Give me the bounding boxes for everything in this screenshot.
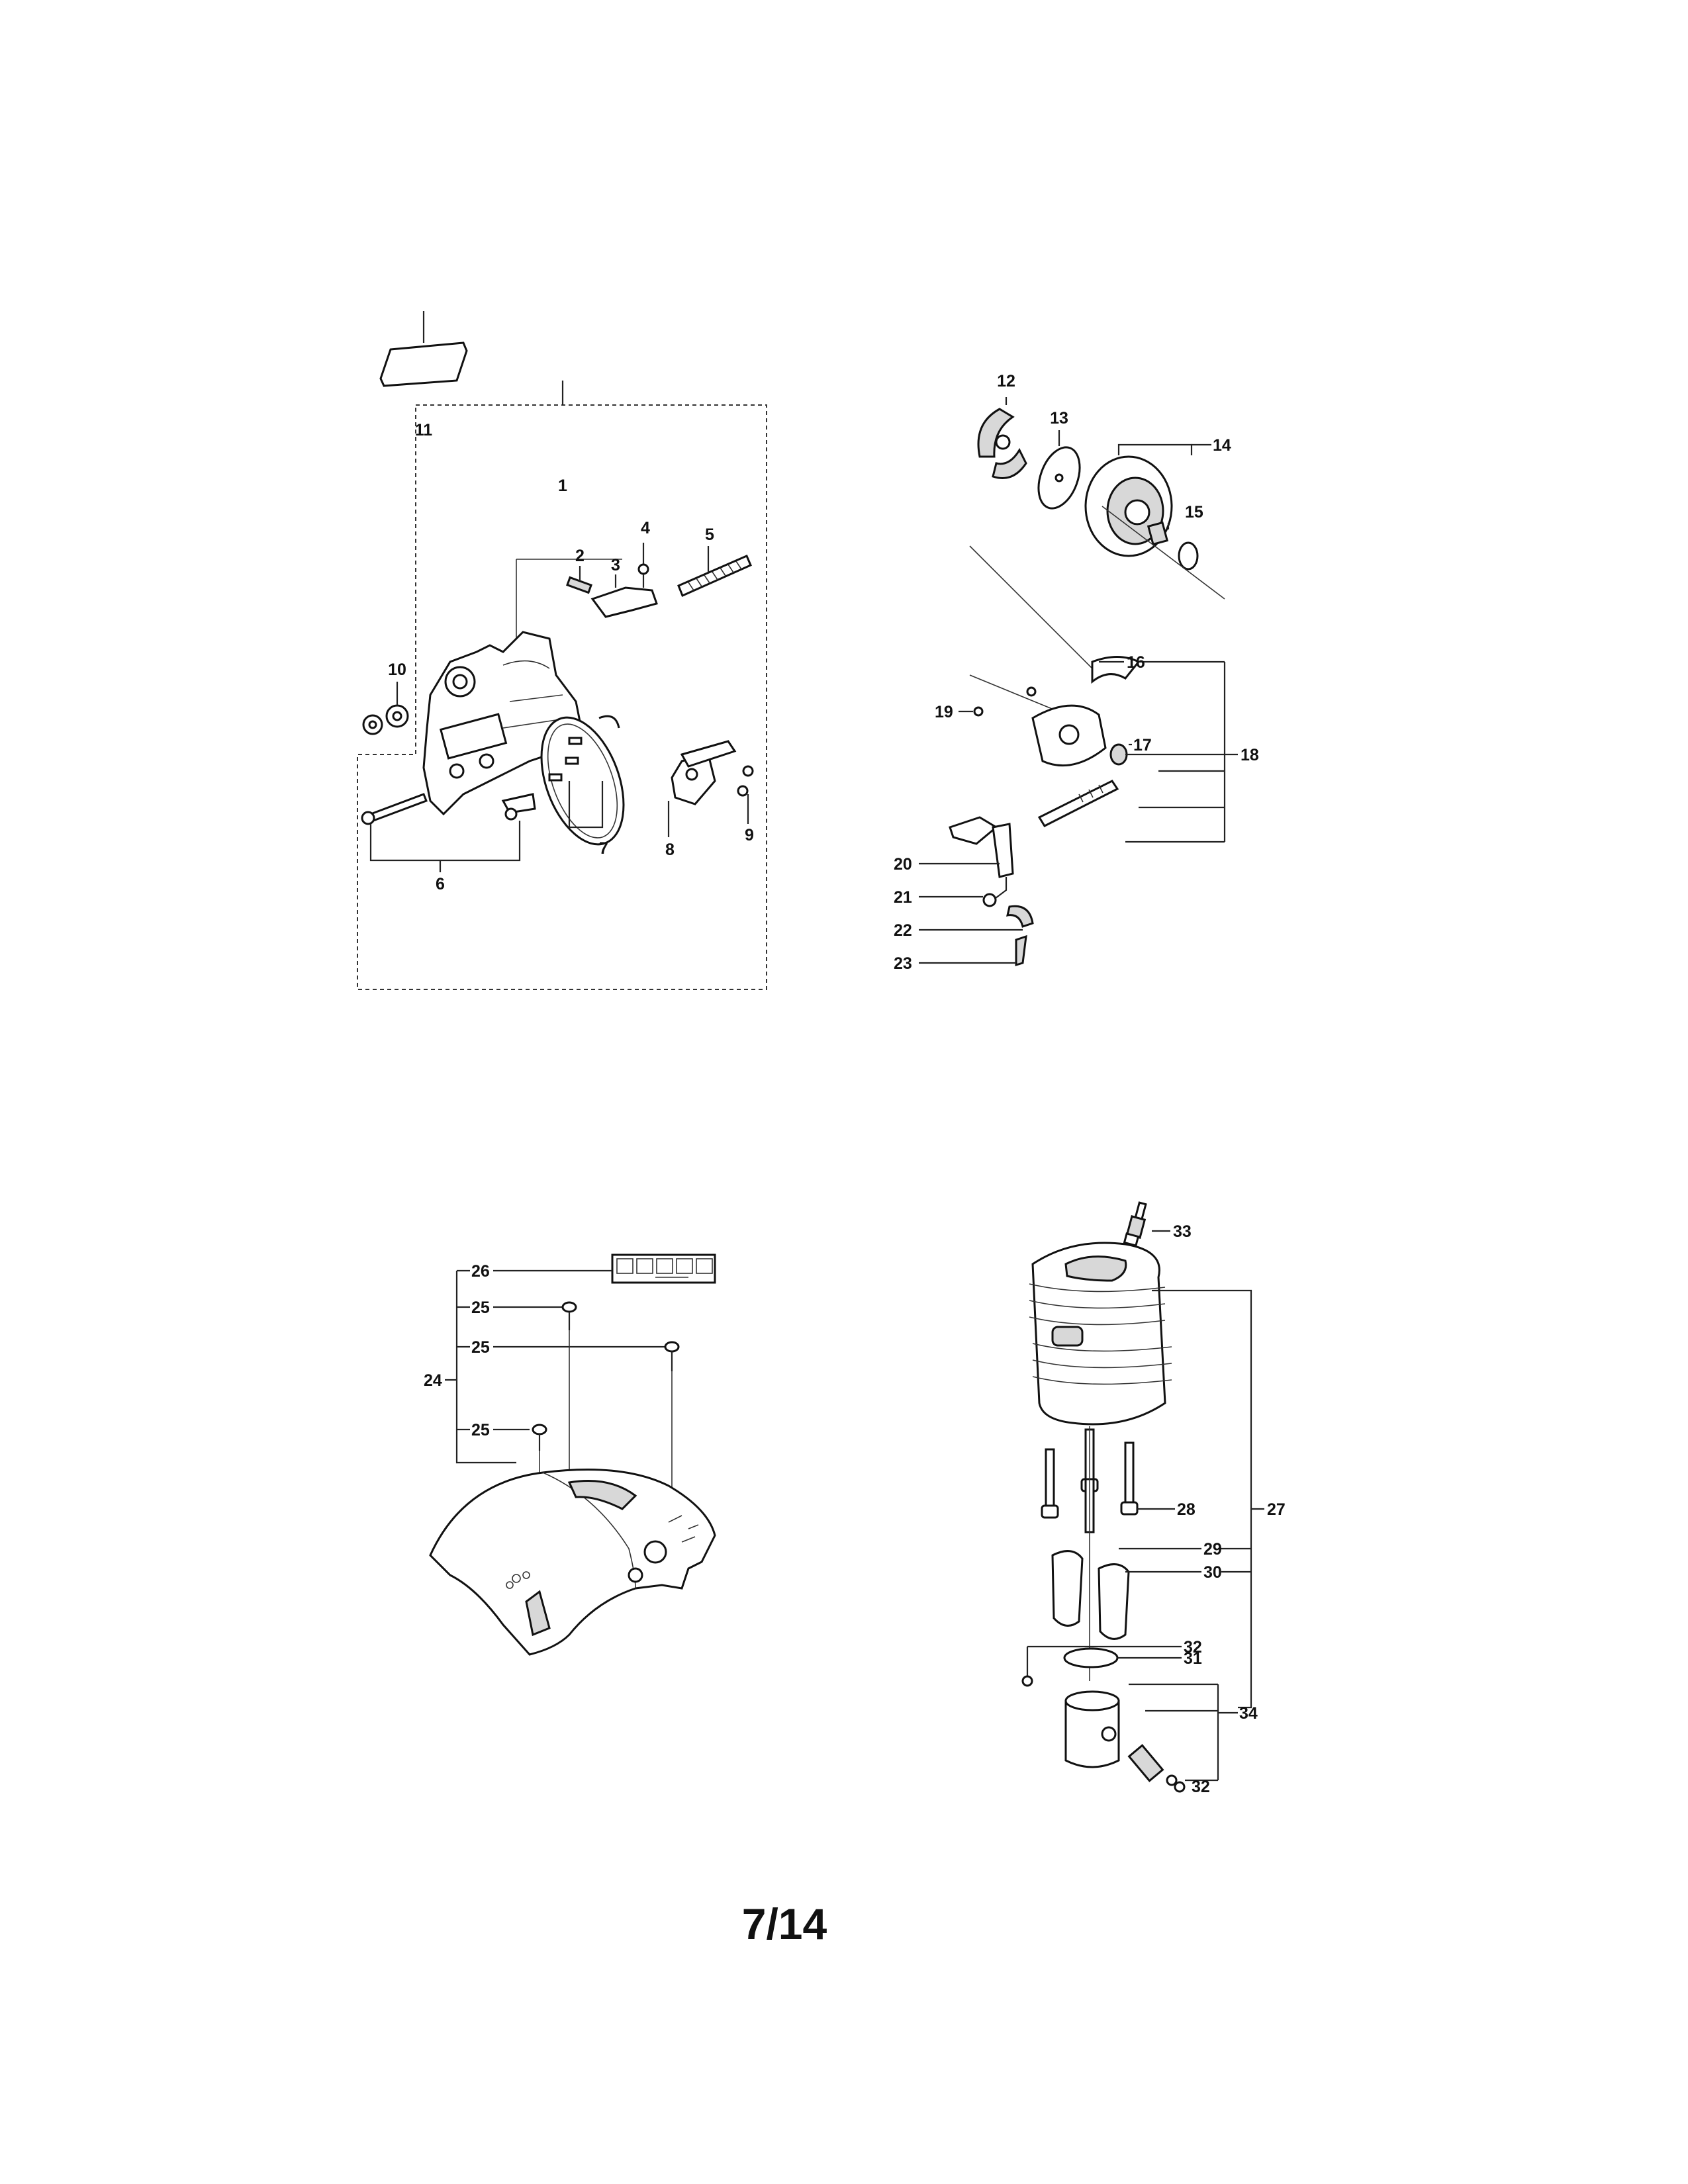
callout-16: 16 (1127, 653, 1145, 672)
callout-25-a: 25 (471, 1298, 490, 1317)
callout-24: 24 (424, 1371, 442, 1390)
callout-25-c: 25 (471, 1421, 490, 1439)
brake-spring-part (677, 546, 752, 598)
chain-brake-housing-part (422, 631, 584, 816)
clutch-oil-pump-diagram (919, 397, 1238, 967)
callout-5: 5 (705, 525, 714, 544)
callout-10: 10 (388, 660, 406, 679)
callout-4: 4 (641, 519, 650, 537)
callout-15: 15 (1185, 503, 1203, 522)
chain-brake-diagram (357, 311, 767, 990)
callout-8: 8 (665, 841, 675, 859)
callout-32-b: 32 (1192, 1778, 1210, 1796)
page-number: 7/14 (742, 1899, 827, 1948)
piston-part (1064, 1690, 1120, 1768)
callout-29: 29 (1203, 1540, 1222, 1559)
callout-13: 13 (1050, 409, 1068, 428)
callout-1: 1 (558, 477, 567, 495)
spark-plug-part (1123, 1201, 1147, 1247)
clutch-shoes-part (977, 408, 1027, 479)
label-plate-part (379, 341, 468, 387)
decal-part (611, 1253, 716, 1284)
cylinder-part (1029, 1242, 1172, 1426)
callout-33: 33 (1173, 1222, 1192, 1241)
callout-22: 22 (894, 921, 912, 940)
callout-30: 30 (1203, 1563, 1222, 1582)
oil-pump-part (1031, 656, 1141, 767)
callout-34: 34 (1239, 1704, 1258, 1723)
callout-20: 20 (894, 855, 912, 874)
assembly-frame-1 (357, 404, 767, 990)
callout-27: 27 (1267, 1500, 1286, 1519)
callout-7: 7 (599, 839, 608, 858)
callout-18: 18 (1241, 746, 1259, 764)
cover-diagram (429, 1253, 716, 1656)
callout-23: 23 (894, 954, 912, 973)
callout-9: 9 (745, 826, 754, 844)
callout-12: 12 (997, 372, 1015, 390)
callout-2: 2 (575, 547, 585, 565)
callout-14: 14 (1213, 436, 1231, 455)
callout-3: 3 (611, 556, 620, 574)
callout-17: 17 (1133, 736, 1152, 754)
cylinder-bolt-part (1041, 1426, 1139, 1681)
callout-26: 26 (471, 1262, 490, 1281)
callout-28: 28 (1177, 1500, 1196, 1519)
callout-31: 31 (1184, 1649, 1202, 1668)
callout-6: 6 (436, 875, 445, 893)
callout-19: 19 (935, 703, 953, 721)
callout-labels: 11 1 4 5 2 3 10 9 7 8 6 12 13 14 15 16 1… (388, 372, 1286, 1796)
cylinder-cover-part (429, 1469, 716, 1656)
callout-21: 21 (894, 888, 912, 907)
callout-32-a: 32 (1184, 1638, 1202, 1657)
callout-25-b: 25 (471, 1338, 490, 1357)
callout-11: 11 (415, 421, 433, 439)
cylinder-piston-diagram (1021, 1201, 1264, 1793)
